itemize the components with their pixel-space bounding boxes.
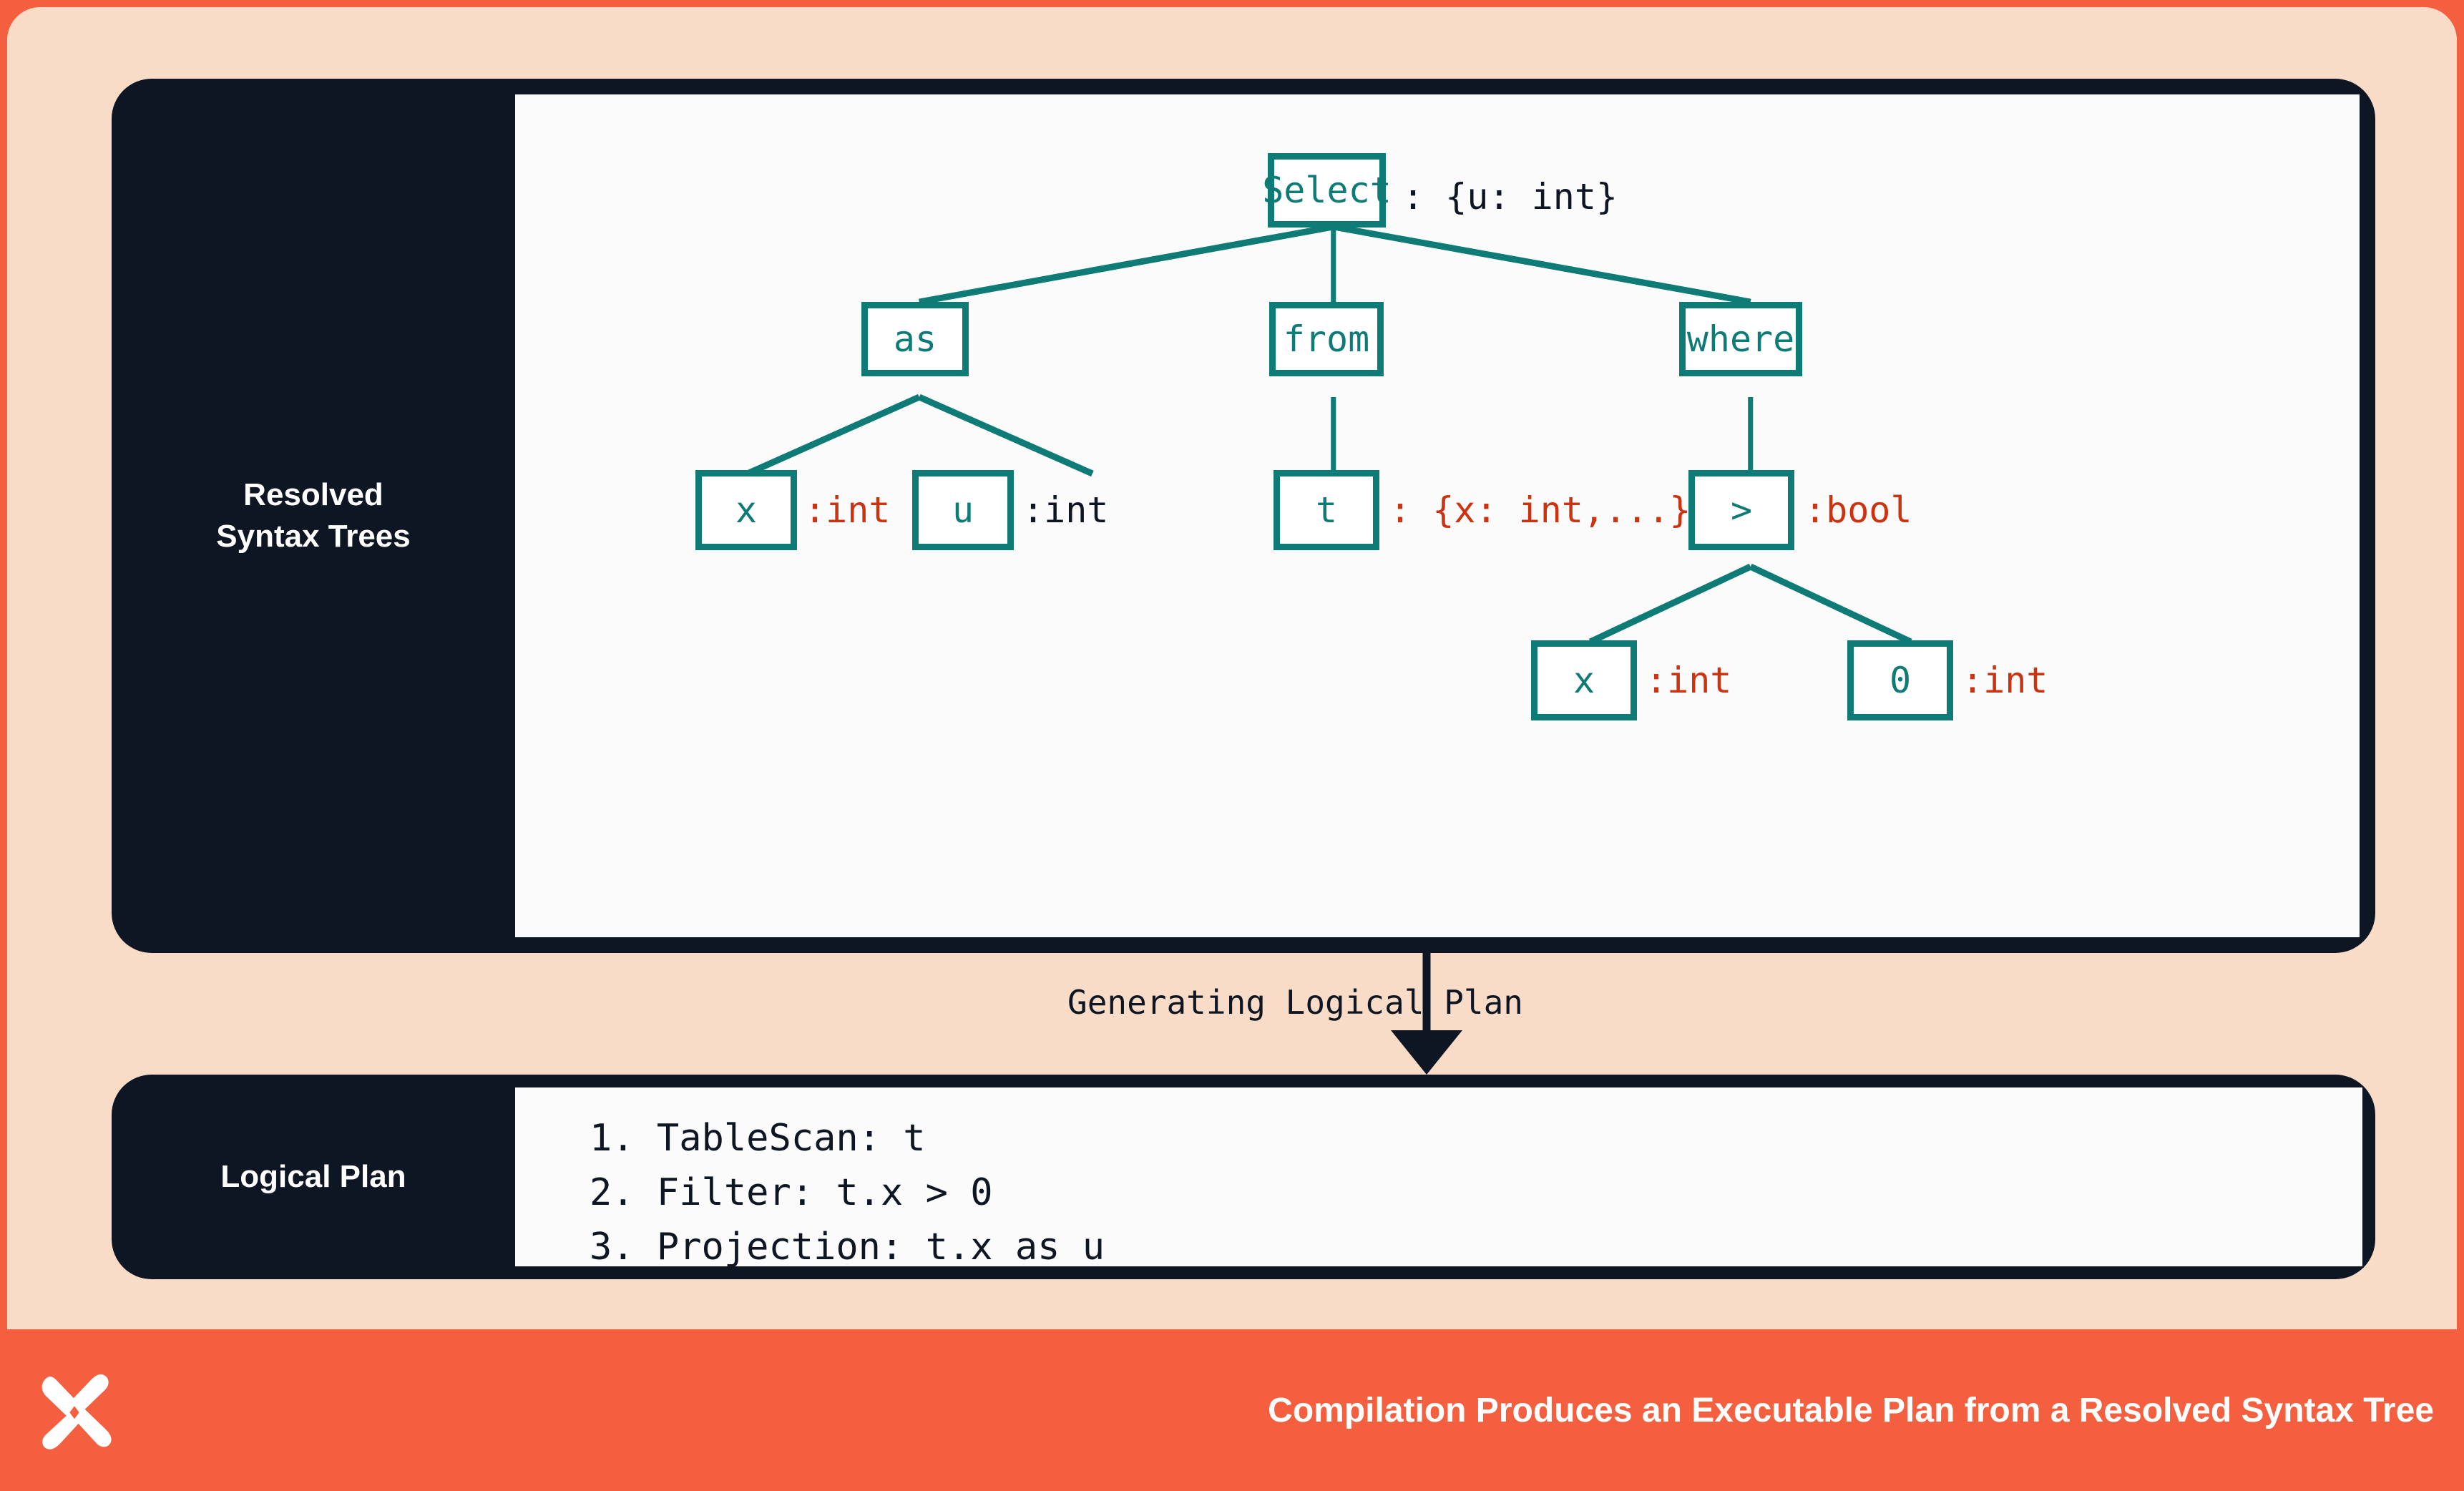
- panel-label-resolved-syntax-trees: Resolved Syntax Trees: [112, 79, 515, 953]
- tree-node-label: >: [1730, 489, 1753, 531]
- panel-label-logical-plan: Logical Plan: [112, 1075, 515, 1279]
- tree-node-as-x-type: :int: [804, 489, 891, 531]
- tree-node-label: x: [1573, 660, 1595, 701]
- tree-node-where[interactable]: where: [1679, 302, 1802, 376]
- panel-label-text: Logical Plan: [220, 1158, 406, 1194]
- panel-logical-plan: Logical Plan 1. TableScan: t 2. Filter: …: [112, 1075, 2375, 1279]
- tree-node-as-u[interactable]: u: [912, 470, 1014, 550]
- tree-node-gt-zero[interactable]: 0: [1847, 640, 1953, 720]
- tree-node-label: x: [735, 489, 758, 531]
- tree-node-label: where: [1686, 318, 1795, 360]
- tree-node-label: from: [1283, 318, 1370, 360]
- tree-edges: [745, 223, 1912, 645]
- tree-node-greater-than[interactable]: >: [1688, 470, 1794, 550]
- tree-node-label: as: [893, 318, 937, 360]
- connector-generating-logical-plan: Generating Logical Plan: [112, 953, 2375, 1075]
- tree-node-as[interactable]: as: [861, 302, 969, 376]
- list-item: 2. Filter: t.x > 0: [590, 1170, 993, 1214]
- panel-resolved-syntax-trees: Resolved Syntax Trees: [112, 79, 2375, 953]
- tree-node-as-u-type: :int: [1022, 489, 1109, 531]
- tree-node-label: Select: [1262, 170, 1392, 211]
- butterfly-x-logo-icon: [41, 1374, 112, 1450]
- panel-label-line-2: Syntax Trees: [216, 519, 411, 554]
- footer-bar: Compilation Produces an Executable Plan …: [0, 1329, 2464, 1491]
- tree-node-from-t[interactable]: t: [1273, 470, 1379, 550]
- tree-node-from-t-type: : {x: int,...}: [1389, 489, 1691, 531]
- tree-node-as-x[interactable]: x: [695, 470, 797, 550]
- tree-node-gt-zero-type: :int: [1962, 660, 2048, 701]
- panel-label-line-1: Resolved: [243, 476, 383, 512]
- footer-caption: Compilation Produces an Executable Plan …: [1268, 1391, 2434, 1429]
- tree-node-label: u: [952, 489, 974, 531]
- connector-label: Generating Logical Plan: [1067, 983, 1523, 1022]
- tree-node-gt-x-type: :int: [1646, 660, 1732, 701]
- tree-node-label: t: [1315, 489, 1338, 531]
- tree-node-label: 0: [1889, 660, 1912, 701]
- connector-arrow-icon: [1391, 953, 1462, 1075]
- tree-node-select-type: : {u: int}: [1402, 176, 1618, 217]
- canvas: Resolved Syntax Trees: [7, 7, 2457, 1329]
- list-item: 3. Projection: t.x as u: [590, 1225, 1105, 1268]
- tree-node-select[interactable]: Select: [1262, 153, 1392, 228]
- tree-node-gt-x[interactable]: x: [1531, 640, 1637, 720]
- logical-plan-steps: 1. TableScan: t 2. Filter: t.x > 0 3. Pr…: [590, 1112, 1105, 1275]
- tree-node-from[interactable]: from: [1269, 302, 1384, 376]
- list-item: 1. TableScan: t: [590, 1117, 926, 1160]
- tree-node-greater-than-type: :bool: [1804, 489, 1912, 531]
- syntax-tree-canvas: Select : {u: int} as from where x :int: [515, 94, 2360, 937]
- logical-plan-body: 1. TableScan: t 2. Filter: t.x > 0 3. Pr…: [515, 1087, 2362, 1268]
